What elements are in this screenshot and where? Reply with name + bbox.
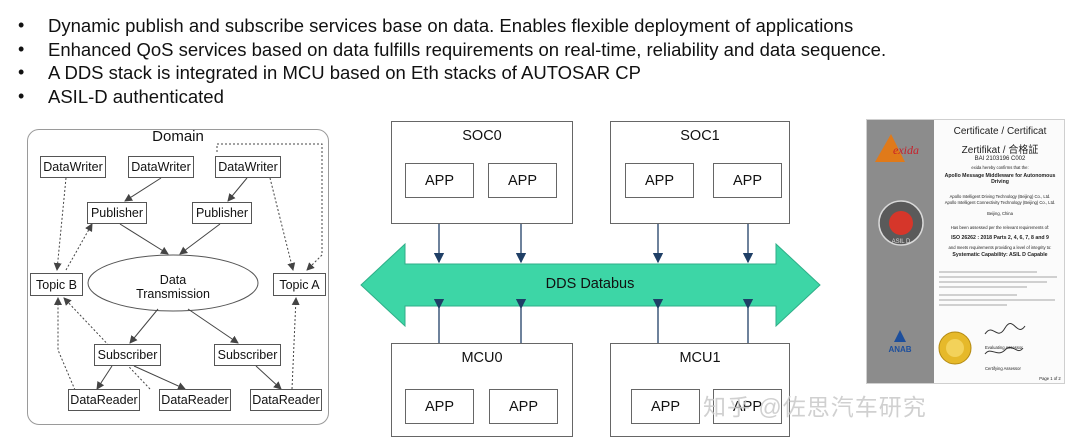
cert-number: BAI 2103196 C002 bbox=[974, 156, 1026, 162]
mcu0-node: MCU0 APP APP bbox=[391, 343, 573, 437]
transmission-line-1: Data bbox=[159, 273, 187, 287]
cert-sig-2: Certifying Assessor bbox=[985, 366, 1021, 371]
svg-text:ASIL D: ASIL D bbox=[892, 239, 911, 245]
data-reader-box: DataReader bbox=[68, 389, 140, 411]
feature-bullet-list: Dynamic publish and subscribe services b… bbox=[18, 14, 886, 108]
topic-a-box: Topic A bbox=[273, 273, 326, 296]
asil-d-certificate: exida ASIL D ANAB Certificate / Certific… bbox=[866, 119, 1065, 384]
domain-title: Domain bbox=[152, 128, 204, 145]
publisher-box: Publisher bbox=[192, 202, 252, 224]
dds-databus-label: DDS Databus bbox=[545, 276, 635, 292]
anab-logo: ANAB bbox=[888, 330, 912, 354]
cert-city: Beijing, China bbox=[987, 211, 1013, 216]
svg-text:exida: exida bbox=[893, 143, 919, 157]
subscriber-box: Subscriber bbox=[94, 344, 161, 366]
app-box: APP bbox=[489, 389, 558, 424]
cert-standard: ISO 26262 : 2018 Parts 2, 4, 6, 7, 8 and… bbox=[951, 235, 1049, 241]
data-transmission-label: Data Transmission bbox=[90, 273, 256, 301]
soc0-node: SOC0 APP APP bbox=[391, 121, 573, 224]
data-writer-box: DataWriter bbox=[215, 156, 281, 178]
svg-text:ANAB: ANAB bbox=[888, 345, 911, 354]
certified-seal-icon: ASIL D bbox=[878, 200, 924, 246]
topic-b-box: Topic B bbox=[30, 273, 83, 296]
cert-assessed: Has been assessed per the relevant requi… bbox=[950, 225, 1050, 230]
bullet-item: Dynamic publish and subscribe services b… bbox=[18, 14, 886, 38]
app-box: APP bbox=[625, 163, 694, 198]
gold-seal-icon bbox=[938, 331, 972, 365]
data-reader-box: DataReader bbox=[250, 389, 322, 411]
transmission-line-2: Transmission bbox=[136, 287, 210, 301]
data-writer-box: DataWriter bbox=[128, 156, 194, 178]
bullet-item: A DDS stack is integrated in MCU based o… bbox=[18, 61, 886, 85]
signature-image bbox=[984, 322, 1026, 355]
data-reader-box: DataReader bbox=[159, 389, 231, 411]
watermark-text: 知乎 @佐思汽车研究 bbox=[703, 394, 927, 420]
app-box: APP bbox=[713, 163, 782, 198]
soc1-node: SOC1 APP APP bbox=[610, 121, 790, 224]
data-writer-box: DataWriter bbox=[40, 156, 106, 178]
domain-container bbox=[27, 129, 329, 425]
cert-capability: Systematic Capability: ASIL D Capable bbox=[952, 252, 1048, 258]
app-box: APP bbox=[405, 389, 474, 424]
exida-logo: exida bbox=[875, 134, 919, 162]
cert-sig-1: Evaluating Assessor bbox=[985, 345, 1023, 350]
node-label: MCU0 bbox=[461, 350, 503, 366]
node-label: SOC0 bbox=[462, 128, 502, 144]
cert-title: Certificate / Certificat bbox=[953, 126, 1047, 137]
cert-company-2: Apollo Intelligent Connectivity Technolo… bbox=[944, 200, 1056, 205]
bullet-item: Enhanced QoS services based on data fulf… bbox=[18, 38, 886, 62]
publisher-box: Publisher bbox=[87, 202, 147, 224]
node-label: SOC1 bbox=[680, 128, 720, 144]
cert-company-1: Apollo Intelligent Driving Technology (B… bbox=[949, 194, 1051, 199]
app-box: APP bbox=[405, 163, 474, 198]
cert-product: Apollo Message Middleware for Autonomous… bbox=[944, 173, 1056, 185]
certificate-body-lines bbox=[939, 271, 1057, 306]
app-box: APP bbox=[488, 163, 557, 198]
cert-title-2: Zertifikat / 合格証 bbox=[961, 145, 1039, 156]
mcu1-node: MCU1 APP APP bbox=[610, 343, 790, 437]
node-label: MCU1 bbox=[679, 350, 721, 366]
app-box: APP bbox=[631, 389, 700, 424]
cert-page: Page 1 of 2 bbox=[1039, 376, 1061, 381]
subscriber-box: Subscriber bbox=[214, 344, 281, 366]
cert-confirm: exida hereby confirms that the: bbox=[971, 165, 1029, 170]
app-box: APP bbox=[713, 389, 782, 424]
bullet-item: ASIL-D authenticated bbox=[18, 85, 886, 109]
cert-integrity: and meets requirements providing a level… bbox=[948, 245, 1052, 250]
